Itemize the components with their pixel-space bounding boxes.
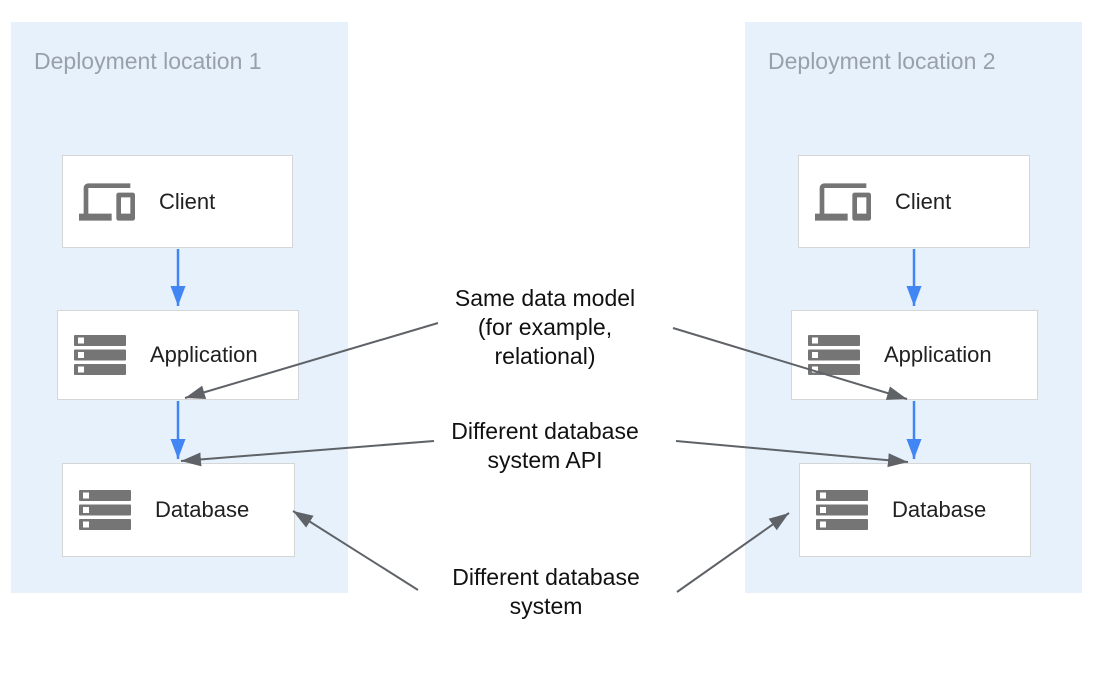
node-label: Client (159, 188, 216, 214)
node-label: Application (150, 342, 258, 367)
devices-icon (815, 182, 871, 221)
node-database-left: Database (62, 463, 295, 557)
node-label: Database (155, 497, 250, 522)
node-client-left: Client (62, 155, 293, 248)
annotation-same-data-model: Same data model (for example, relational… (454, 285, 636, 369)
node-application-left: Application (57, 310, 299, 400)
panel-title: Deployment location 2 (768, 48, 996, 74)
panel-title: Deployment location 1 (34, 48, 262, 74)
node-application-right: Application (791, 310, 1038, 400)
storage-icon (79, 490, 131, 530)
node-client-right: Client (798, 155, 1030, 248)
annotation-different-database-system: Different database system (452, 564, 640, 619)
storage-icon (808, 335, 860, 375)
storage-icon (74, 335, 126, 375)
storage-icon (816, 490, 868, 530)
node-database-right: Database (799, 463, 1031, 557)
node-label: Application (884, 342, 992, 367)
devices-icon (79, 182, 135, 221)
node-label: Database (892, 497, 987, 522)
node-label: Client (895, 188, 952, 214)
annotation-different-database-system-api: Different database system API (451, 418, 639, 473)
